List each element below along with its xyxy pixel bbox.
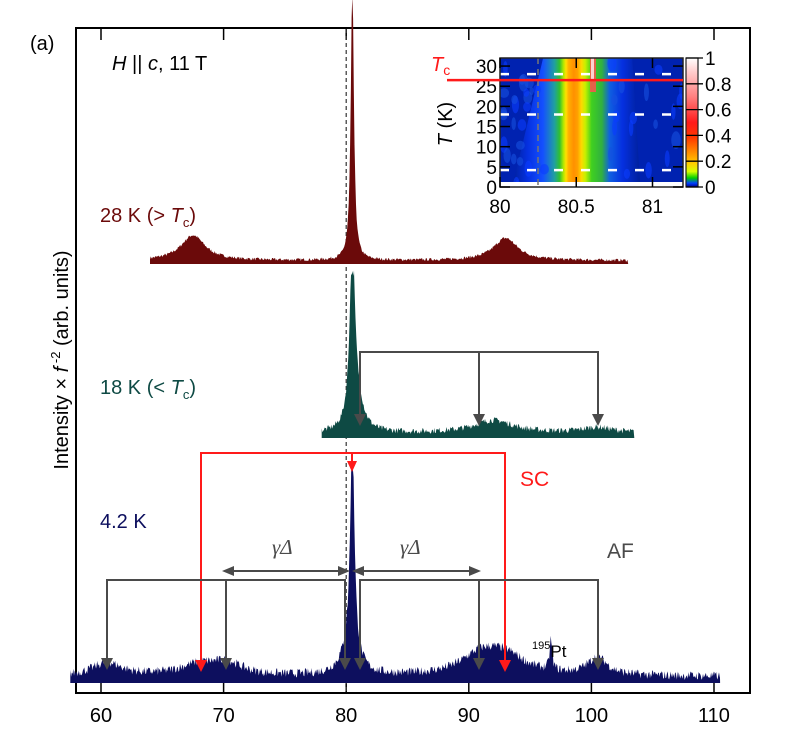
spectrum-4K bbox=[70, 463, 721, 683]
colorbar bbox=[685, 57, 699, 188]
af-arrowheads-18K bbox=[354, 414, 604, 426]
plot-frame bbox=[75, 27, 751, 694]
inset-y-tick-label: 0 bbox=[486, 178, 497, 199]
x-tick-label: 100 bbox=[575, 705, 608, 727]
x-tick-label: 80 bbox=[335, 705, 357, 727]
x-tick-label: 60 bbox=[90, 705, 112, 727]
inset-y-tick-label: 10 bbox=[476, 138, 497, 159]
sc-bracket bbox=[200, 452, 506, 662]
gamma-delta-label-right: γΔ bbox=[400, 535, 421, 559]
af-bracket-18K bbox=[359, 351, 599, 416]
sc-label: SC bbox=[520, 468, 549, 491]
colorbar-tick-label: 0.8 bbox=[705, 75, 731, 96]
inset-x-tick-label: 80 bbox=[489, 197, 510, 218]
inset-frame bbox=[499, 57, 684, 188]
inset-y-tick-label: 25 bbox=[476, 77, 497, 98]
field-condition-label: H || c, 11 T bbox=[112, 53, 207, 75]
label-18K: 18 K (< Tc) bbox=[100, 377, 196, 402]
spectrum-18K bbox=[321, 270, 635, 438]
inset-y-tick-label: 20 bbox=[476, 97, 497, 118]
inset-x-tick-label: 80.5 bbox=[558, 197, 595, 218]
y-axis-label: Intensity × f -2 (arb. units) bbox=[48, 250, 73, 469]
panel-label: (a) bbox=[30, 33, 54, 55]
sc-arrowheads bbox=[195, 461, 511, 672]
label-28K: 28 K (> Tc) bbox=[100, 205, 196, 230]
inset-tc-label: Tc bbox=[431, 54, 450, 78]
x-tick-label: 110 bbox=[698, 705, 730, 727]
af-arrowheads-4K bbox=[101, 658, 604, 670]
colorbar-tick-label: 0.4 bbox=[705, 126, 732, 147]
inset-x-tick-label: 81 bbox=[642, 197, 663, 218]
inset-y-tick-label: 5 bbox=[486, 158, 497, 179]
af-bracket-4K bbox=[106, 579, 599, 662]
gamma-delta-arrowheads bbox=[222, 566, 481, 576]
x-tick-label: 90 bbox=[458, 705, 480, 727]
x-tick-label: 70 bbox=[212, 705, 234, 727]
af-label: AF bbox=[607, 540, 634, 563]
label-4K: 4.2 K bbox=[100, 511, 147, 533]
gamma-delta-label-left: γΔ bbox=[272, 535, 293, 559]
colorbar-tick-label: 0 bbox=[705, 178, 716, 199]
inset-y-tick-label: 15 bbox=[476, 118, 497, 139]
colorbar-tick-label: 1 bbox=[705, 49, 716, 70]
colorbar-tick-label: 0.2 bbox=[705, 152, 731, 173]
colorbar-tick-label: 0.6 bbox=[705, 101, 731, 122]
pt195-label: 195Pt bbox=[532, 640, 567, 661]
inset-y-axis-label: T (K) bbox=[435, 102, 457, 146]
inset-y-tick-label: 30 bbox=[476, 57, 497, 78]
